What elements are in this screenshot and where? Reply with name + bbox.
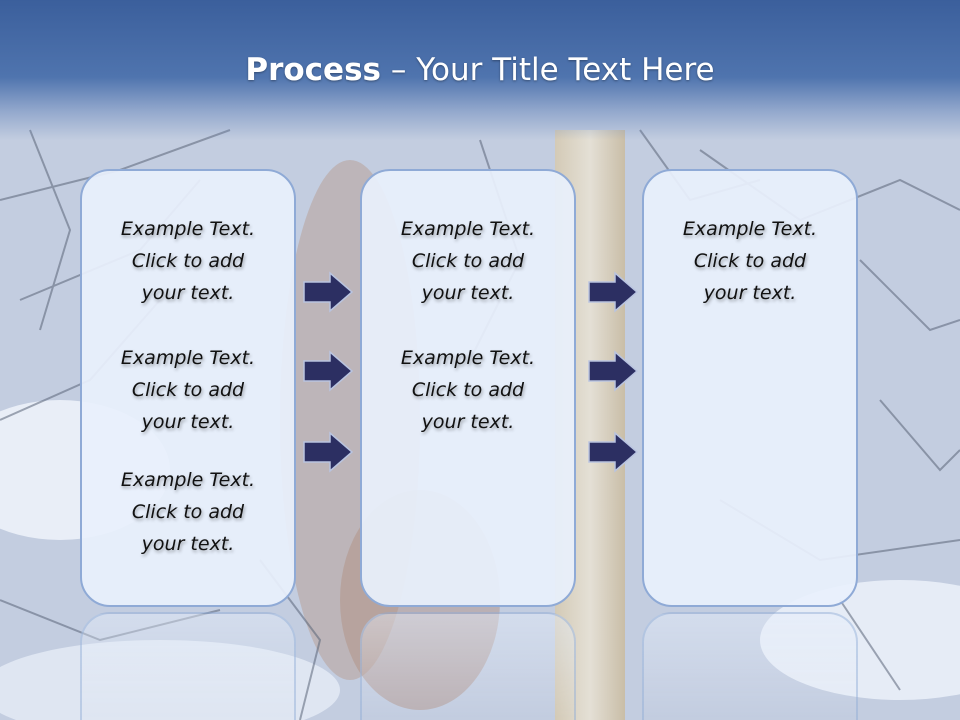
text-line: Click to add	[131, 379, 245, 401]
text-line: Example Text.	[682, 218, 818, 240]
text-line: Click to add	[131, 501, 245, 523]
process-box-2[interactable]: Example Text. Click to add your text. Ex…	[360, 169, 576, 607]
title-bold: Process	[245, 52, 381, 88]
arrow-right-icon[interactable]	[587, 271, 639, 313]
text-line: Example Text.	[120, 469, 256, 491]
text-placeholder[interactable]: Example Text. Click to add your text.	[362, 213, 574, 309]
arrow-right-icon[interactable]	[302, 431, 354, 473]
box-reflection-2	[360, 612, 576, 720]
process-box-1[interactable]: Example Text. Click to add your text. Ex…	[80, 169, 296, 607]
text-placeholder[interactable]: Example Text. Click to add your text.	[82, 213, 294, 309]
text-line: Example Text.	[400, 218, 536, 240]
text-line: your text.	[421, 411, 515, 433]
text-line: your text.	[141, 282, 235, 304]
text-placeholder[interactable]: Example Text. Click to add your text.	[82, 464, 294, 560]
arrow-right-icon[interactable]	[302, 350, 354, 392]
text-line: your text.	[703, 282, 797, 304]
slide-title[interactable]: Process – Your Title Text Here	[0, 52, 960, 88]
text-placeholder[interactable]: Example Text. Click to add your text.	[362, 342, 574, 438]
text-line: Click to add	[693, 250, 807, 272]
text-line: Click to add	[411, 250, 525, 272]
title-band	[0, 0, 960, 140]
text-line: your text.	[141, 411, 235, 433]
text-line: Example Text.	[400, 347, 536, 369]
text-line: Example Text.	[120, 218, 256, 240]
text-placeholder[interactable]: Example Text. Click to add your text.	[644, 213, 856, 309]
title-rest: – Your Title Text Here	[381, 52, 715, 88]
text-line: Example Text.	[120, 347, 256, 369]
arrow-right-icon[interactable]	[302, 271, 354, 313]
process-box-3[interactable]: Example Text. Click to add your text.	[642, 169, 858, 607]
text-placeholder[interactable]: Example Text. Click to add your text.	[82, 342, 294, 438]
box-reflection-3	[642, 612, 858, 720]
text-line: Click to add	[131, 250, 245, 272]
arrow-right-icon[interactable]	[587, 431, 639, 473]
text-line: your text.	[421, 282, 515, 304]
text-line: your text.	[141, 533, 235, 555]
arrow-right-icon[interactable]	[587, 350, 639, 392]
box-reflection-1	[80, 612, 296, 720]
text-line: Click to add	[411, 379, 525, 401]
